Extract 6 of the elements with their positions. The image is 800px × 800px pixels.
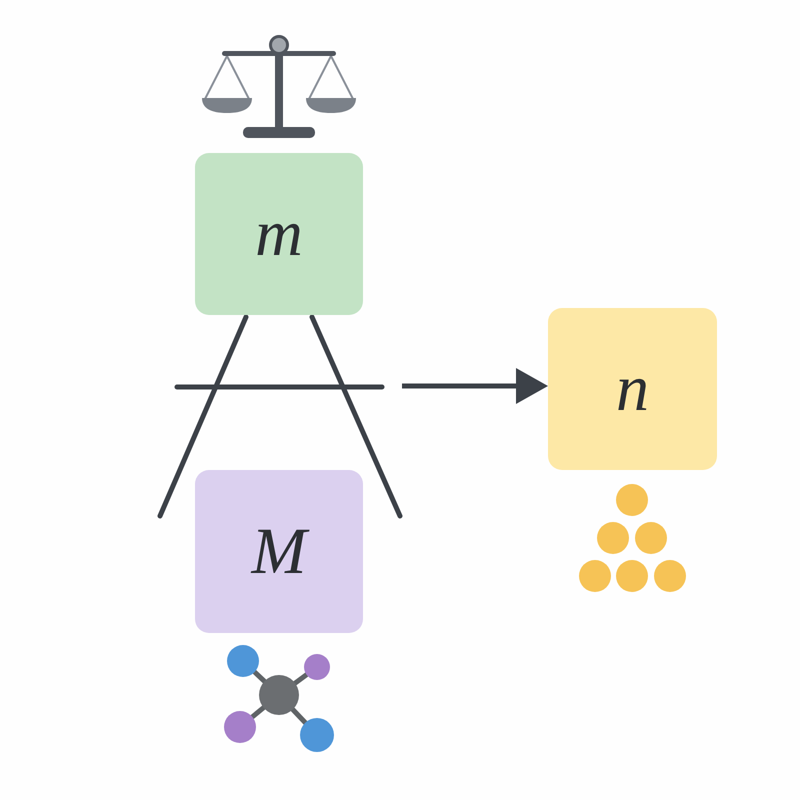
variable-symbol: n	[616, 356, 649, 422]
variable-symbol: m	[255, 201, 303, 267]
variable-card	[195, 470, 363, 633]
variable-card	[195, 153, 363, 315]
arrow	[402, 368, 548, 404]
variable-card	[548, 308, 717, 470]
